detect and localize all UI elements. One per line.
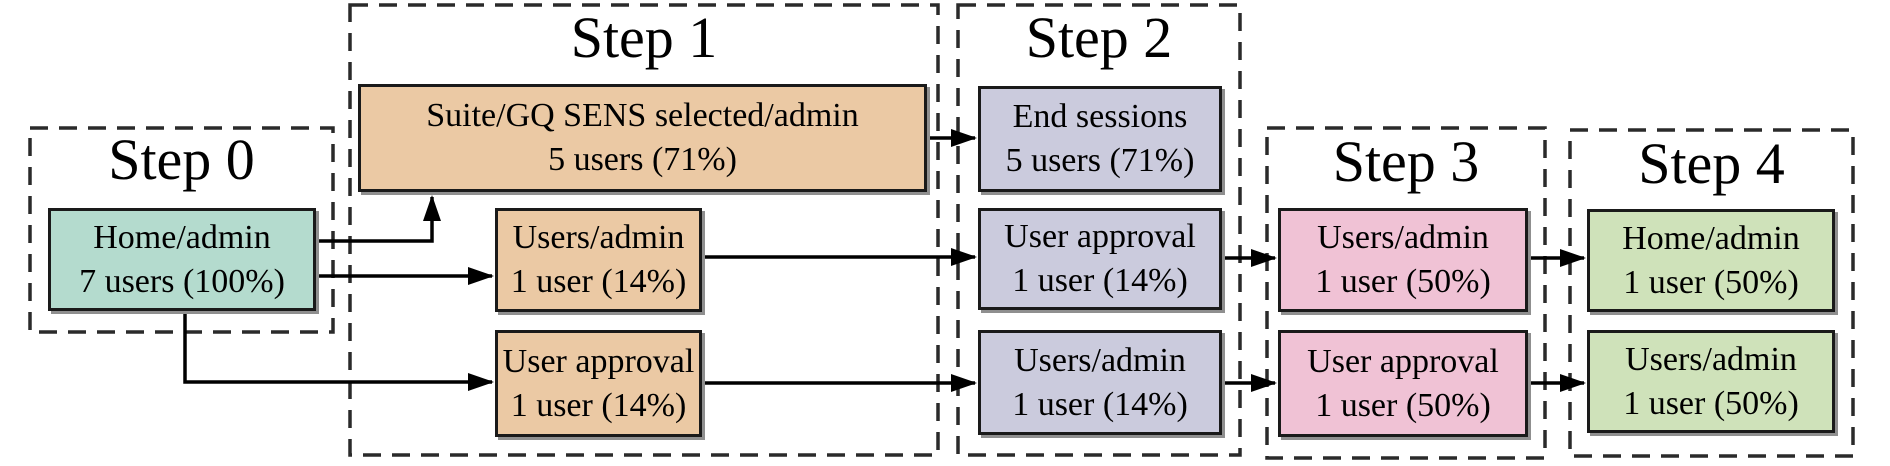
node-page-label: User approval: [502, 342, 695, 380]
node-step1-user-approval: User approval 1 user (14%): [495, 330, 702, 437]
node-count-label: 5 users (71%): [1005, 142, 1195, 179]
step3-title: Step 3: [1332, 129, 1480, 194]
node-count-label: 1 user (50%): [1623, 384, 1799, 422]
node-step2-user-approval: User approval 1 user (14%): [978, 208, 1222, 310]
node-step4-users-admin: Users/admin 1 user (50%): [1587, 330, 1835, 433]
node-count-label: 7 users (100%): [79, 262, 285, 300]
node-step1-users-admin: Users/admin 1 user (14%): [495, 208, 702, 312]
step0-container: [28, 126, 335, 334]
node-step1-suite-selected: Suite/GQ SENS selected/admin 5 users (71…: [358, 84, 927, 192]
node-page-label: End sessions: [1012, 98, 1188, 136]
node-page-label: Home/admin: [93, 218, 271, 256]
node-count-label: 1 user (50%): [1623, 263, 1799, 301]
node-page-label: Users/admin: [1014, 341, 1186, 379]
node-step3-user-approval: User approval 1 user (50%): [1278, 330, 1528, 437]
node-count-label: 1 user (14%): [510, 263, 687, 300]
edge-home0-to-suite1: [316, 195, 441, 243]
node-page-label: Users/admin: [1625, 340, 1797, 378]
node-step3-users-admin: Users/admin 1 user (50%): [1278, 208, 1528, 312]
node-step0-home-admin: Home/admin 7 users (100%): [48, 208, 316, 311]
node-count-label: 1 user (50%): [1315, 386, 1491, 424]
node-step2-end-sessions: End sessions 5 users (71%): [978, 86, 1222, 192]
step4-title: Step 4: [1638, 131, 1785, 196]
node-count-label: 1 user (14%): [510, 386, 687, 424]
step0-title: Step 0: [108, 127, 255, 192]
step1-container: [348, 3, 940, 457]
step4-container: [1568, 128, 1855, 458]
node-count-label: 1 user (14%): [1012, 385, 1188, 423]
step2-title: Step 2: [1025, 5, 1173, 70]
step1-title: Step 1: [570, 5, 718, 70]
node-count-label: 1 user (14%): [1012, 262, 1188, 299]
node-page-label: User approval: [1004, 218, 1196, 256]
step2-container: [956, 3, 1242, 457]
edge-home0-to-approval1: [183, 311, 494, 391]
node-step2-users-admin: Users/admin 1 user (14%): [978, 330, 1222, 435]
node-page-label: Users/admin: [512, 219, 685, 257]
node-page-label: User approval: [1307, 342, 1499, 380]
node-count-label: 1 user (50%): [1315, 263, 1491, 300]
step3-container: [1265, 126, 1547, 460]
node-page-label: Users/admin: [1317, 219, 1489, 257]
node-page-label: Suite/GQ SENS selected/admin: [426, 97, 859, 135]
node-page-label: Home/admin: [1622, 219, 1800, 257]
node-count-label: 5 users (71%): [548, 141, 737, 178]
node-step4-home-admin: Home/admin 1 user (50%): [1587, 209, 1835, 312]
